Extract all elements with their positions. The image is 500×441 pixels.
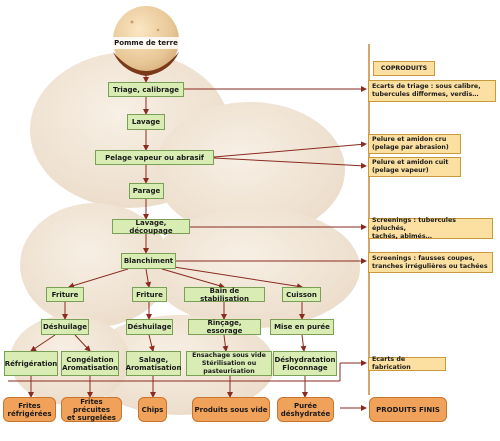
coproduct-pelure-amidon-cuit: Pelure et amidon cuit (pelage vapeur) [368,157,461,177]
step-cuisson: Cuisson [282,287,321,302]
step-lavage: Lavage [127,114,165,130]
step-bain-stabilisation: Bain de stabilisation [184,287,265,303]
step-friture-1: Friture [46,287,84,302]
step-deshydratation-floconnage: Déshydratation Floconnage [273,351,337,376]
step-parage: Parage [129,183,164,199]
final-puree-deshydratee: Purée déshydratée [277,397,334,422]
coproduct-screenings-tubercules: Screenings : tubercules épluchés, tachés… [368,217,493,240]
final-products-header: PRODUITS FINIS [369,397,447,422]
step-rincage-essorage: Rinçage, essorage [188,319,261,335]
step-refrigeration: Réfrigération [4,351,58,376]
flow-arrows [28,73,367,411]
step-blanchiment: Blanchiment [121,253,176,269]
start-label-pomme-de-terre: Pomme de terre [105,37,187,49]
step-friture-2: Friture [132,287,167,302]
step-ensachage-sous-vide: Ensachage sous vide Stérilisation ou pas… [186,351,272,376]
coproduct-ecarts-fabrication: Ecarts de fabrication [368,356,446,371]
coproducts-header: COPRODUITS [373,61,435,76]
coproduct-screenings-fausses-coupes: Screenings : fausses coupes, tranches ir… [368,252,493,273]
step-lavage-decoupage: Lavage, découpage [112,219,190,235]
final-frites-precuites-surgelees: Frites précuites et surgelées [61,397,122,422]
coproduct-pelure-amidon-cru: Pelure et amidon cru (pelage par abrasio… [368,134,461,154]
final-chips: Chips [138,397,167,422]
step-pelage: Pelage vapeur ou abrasif [95,150,214,165]
step-triage: Triage, calibrage [108,82,184,97]
coproduct-ecarts-triage: Ecarts de triage : sous calibre, tubercu… [368,80,496,102]
final-frites-refrigerees: Frites réfrigérées [3,397,56,422]
step-congelation-aromatisation: Congélation Aromatisation [61,351,119,376]
step-deshuilage-2: Déshuilage [126,319,173,335]
step-deshuilage-1: Déshuilage [41,319,89,335]
step-salage-aromatisation: Salage, Aromatisation [126,351,181,376]
step-mise-en-puree: Mise en purée [270,319,334,335]
final-produits-sous-vide: Produits sous vide [192,397,270,422]
